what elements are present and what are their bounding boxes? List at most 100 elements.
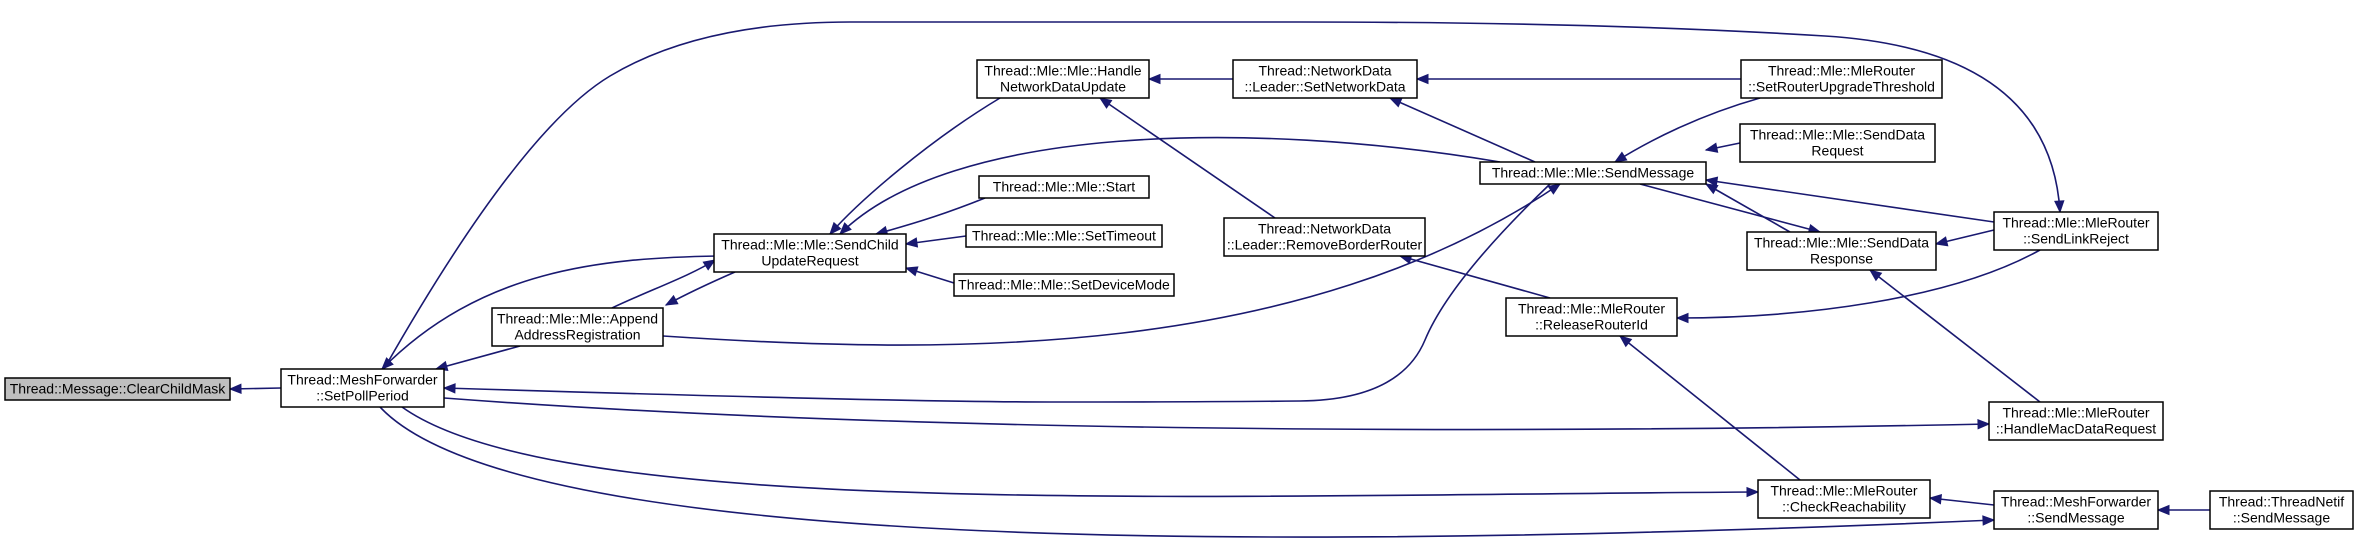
edge-arrowhead — [228, 383, 242, 395]
node-label: Thread::MeshForwarder — [287, 372, 438, 388]
edge-arrowhead — [1547, 183, 1562, 195]
node-mlestart[interactable]: Thread::Mle::Mle::Start — [978, 175, 1150, 199]
edge-sendlinkreject-to-senddataresponse — [1934, 229, 1995, 247]
node-label: ::Leader::SetNetworkData — [1244, 79, 1405, 95]
node-mlesendmessage[interactable]: Thread::Mle::Mle::SendMessage — [1479, 161, 1707, 185]
node-label: ::ReleaseRouterId — [1535, 317, 1648, 333]
edge-checkreachability-to-releaserouterid — [1618, 335, 1801, 481]
edge-arrowhead — [1618, 335, 1633, 348]
node-box[interactable] — [976, 59, 1150, 99]
node-threadnetifsendmessage[interactable]: Thread::ThreadNetif::SendMessage — [2209, 490, 2354, 530]
edge-appendaddressreg-to-setpollperiod — [434, 345, 521, 372]
node-box[interactable] — [1993, 490, 2159, 530]
edge-line — [401, 406, 1759, 498]
edge-sendlinkreject-to-mlesendmessage — [1704, 176, 1995, 223]
edge-arrowhead — [1746, 486, 1760, 498]
node-box[interactable] — [280, 368, 445, 408]
edge-arrowhead — [1977, 418, 1991, 430]
node-setpollperiod[interactable]: Thread::MeshForwarder::SetPollPeriod — [280, 368, 445, 408]
node-label: Request — [1811, 143, 1863, 159]
edge-setpollperiod-to-sendlinkreject — [383, 21, 2065, 370]
node-box[interactable] — [978, 175, 1150, 199]
edge-sendlinkreject-to-releaserouterid — [1675, 249, 2041, 324]
node-label: Thread::Mle::Mle::SendChild — [721, 237, 898, 253]
node-label: Thread::Mle::Mle::SetTimeout — [972, 228, 1156, 244]
node-box[interactable] — [1232, 59, 1418, 99]
edge-line — [611, 259, 716, 309]
node-box[interactable] — [491, 307, 664, 347]
edge-threadnetifsendmessage-to-meshfwdsendmessage — [2156, 504, 2210, 516]
edge-arrowhead — [1934, 236, 1949, 247]
edge-arrowhead — [1704, 176, 1719, 187]
node-box[interactable] — [1740, 59, 1943, 99]
node-label: Thread::Mle::MleRouter — [2002, 405, 2149, 421]
edge-arrowhead — [1868, 269, 1883, 282]
edge-arrowhead — [1704, 183, 1719, 195]
node-label: Thread::MeshForwarder — [2001, 494, 2152, 510]
node-label: Thread::Mle::Mle::SendData — [1750, 127, 1925, 143]
node-label: ::SetPollPeriod — [316, 388, 409, 404]
node-box[interactable] — [1739, 123, 1936, 163]
node-layer: Thread::Message::ClearChildMaskThread::M… — [4, 59, 2354, 530]
node-label: Thread::Mle::Mle::Append — [497, 311, 658, 327]
node-handlenetdataupdate[interactable]: Thread::Mle::Mle::HandleNetworkDataUpdat… — [976, 59, 1150, 99]
edge-appendaddressreg-to-sendchildupdate — [611, 259, 717, 309]
node-meshfwdsendmessage[interactable]: Thread::MeshForwarder::SendMessage — [1993, 490, 2159, 530]
edge-senddataresponse-to-mlesendmessage — [1704, 183, 1791, 233]
node-label: Thread::NetworkData — [1258, 63, 1391, 79]
node-box[interactable] — [4, 377, 231, 401]
edge-mlesendmessage-to-senddataresponse — [1639, 183, 1822, 235]
node-settimeout[interactable]: Thread::Mle::Mle::SetTimeout — [965, 224, 1163, 248]
edge-arrowhead — [904, 266, 919, 277]
edge-mlesendmessage-to-sendchildupdate — [839, 136, 1501, 235]
edge-setpollperiod-to-clearchildmask — [228, 383, 282, 395]
edge-arrowhead — [1928, 494, 1943, 505]
edge-setrouterupgrade-to-mlesendmessage — [1613, 97, 1761, 163]
edge-line — [1869, 269, 2041, 403]
node-label: Thread::Mle::MleRouter — [1770, 483, 1917, 499]
node-box[interactable] — [965, 224, 1163, 248]
edge-arrowhead — [839, 222, 852, 235]
edge-mlesendmessage-to-setnetworkdata — [1388, 97, 1536, 163]
node-label: Thread::Mle::Mle::SendMessage — [1492, 165, 1695, 181]
edge-arrowhead — [1098, 97, 1113, 109]
node-box[interactable] — [1746, 231, 1937, 271]
node-sendlinkreject[interactable]: Thread::Mle::MleRouter::SendLinkReject — [1993, 211, 2159, 251]
node-appendaddressreg[interactable]: Thread::Mle::Mle::AppendAddressRegistrat… — [491, 307, 664, 347]
edge-arrowhead — [2156, 504, 2170, 516]
node-label: Thread::Mle::MleRouter — [1768, 63, 1915, 79]
node-handlemacdatarequest[interactable]: Thread::Mle::MleRouter::HandleMacDataReq… — [1988, 401, 2164, 441]
edge-line — [383, 21, 2061, 370]
edge-arrowhead — [1675, 312, 1689, 324]
node-box[interactable] — [1479, 161, 1707, 185]
node-box[interactable] — [1223, 217, 1426, 257]
node-label: ::SendLinkReject — [2023, 231, 2129, 247]
node-setdevicemode[interactable]: Thread::Mle::Mle::SetDeviceMode — [953, 273, 1175, 297]
node-clearchildmask[interactable]: Thread::Message::ClearChildMask — [4, 377, 231, 401]
node-box[interactable] — [1993, 211, 2159, 251]
edge-senddatarequest-to-mlesendmessage — [1704, 142, 1741, 153]
node-label: Thread::Mle::MleRouter — [1518, 301, 1665, 317]
node-checkreachability[interactable]: Thread::Mle::MleRouter::CheckReachabilit… — [1757, 479, 1931, 519]
node-box[interactable] — [2209, 490, 2354, 530]
node-label: Thread::NetworkData — [1258, 221, 1391, 237]
node-box[interactable] — [1988, 401, 2164, 441]
edge-line — [829, 97, 1001, 235]
node-box[interactable] — [713, 233, 907, 273]
edge-arrowhead — [1415, 73, 1429, 85]
edge-line — [662, 183, 1561, 346]
node-removeborderrouter[interactable]: Thread::NetworkData::Leader::RemoveBorde… — [1223, 217, 1426, 257]
node-box[interactable] — [1505, 297, 1678, 337]
node-releaserouterid[interactable]: Thread::Mle::MleRouter::ReleaseRouterId — [1505, 297, 1678, 337]
node-setrouterupgrade[interactable]: Thread::Mle::MleRouter::SetRouterUpgrade… — [1740, 59, 1943, 99]
node-label: Thread::Message::ClearChildMask — [10, 381, 227, 397]
edge-line — [1705, 183, 1791, 233]
node-setnetworkdata[interactable]: Thread::NetworkData::Leader::SetNetworkD… — [1232, 59, 1418, 99]
node-box[interactable] — [1757, 479, 1931, 519]
node-box[interactable] — [953, 273, 1175, 297]
edge-line — [1619, 335, 1801, 481]
